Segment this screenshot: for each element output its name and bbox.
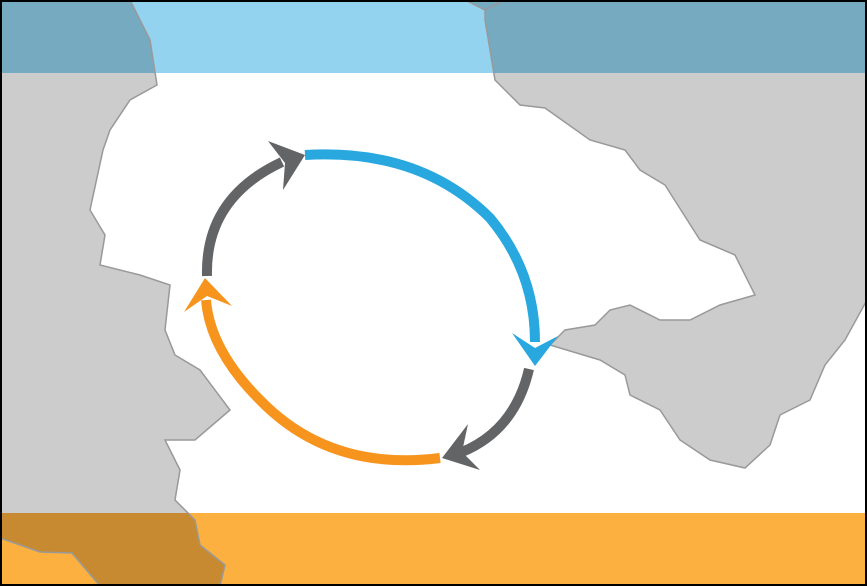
circulation-arrows [184, 141, 558, 470]
arrowhead-icon [268, 141, 305, 190]
arrowhead-icon [442, 424, 480, 470]
arrowhead-icon [184, 278, 232, 312]
blue-arrow [304, 149, 558, 366]
gray-arrow-left [201, 141, 305, 277]
arrowhead-icon [512, 333, 558, 366]
orange-arrow [184, 278, 441, 466]
gray-arrow-right [442, 367, 534, 470]
